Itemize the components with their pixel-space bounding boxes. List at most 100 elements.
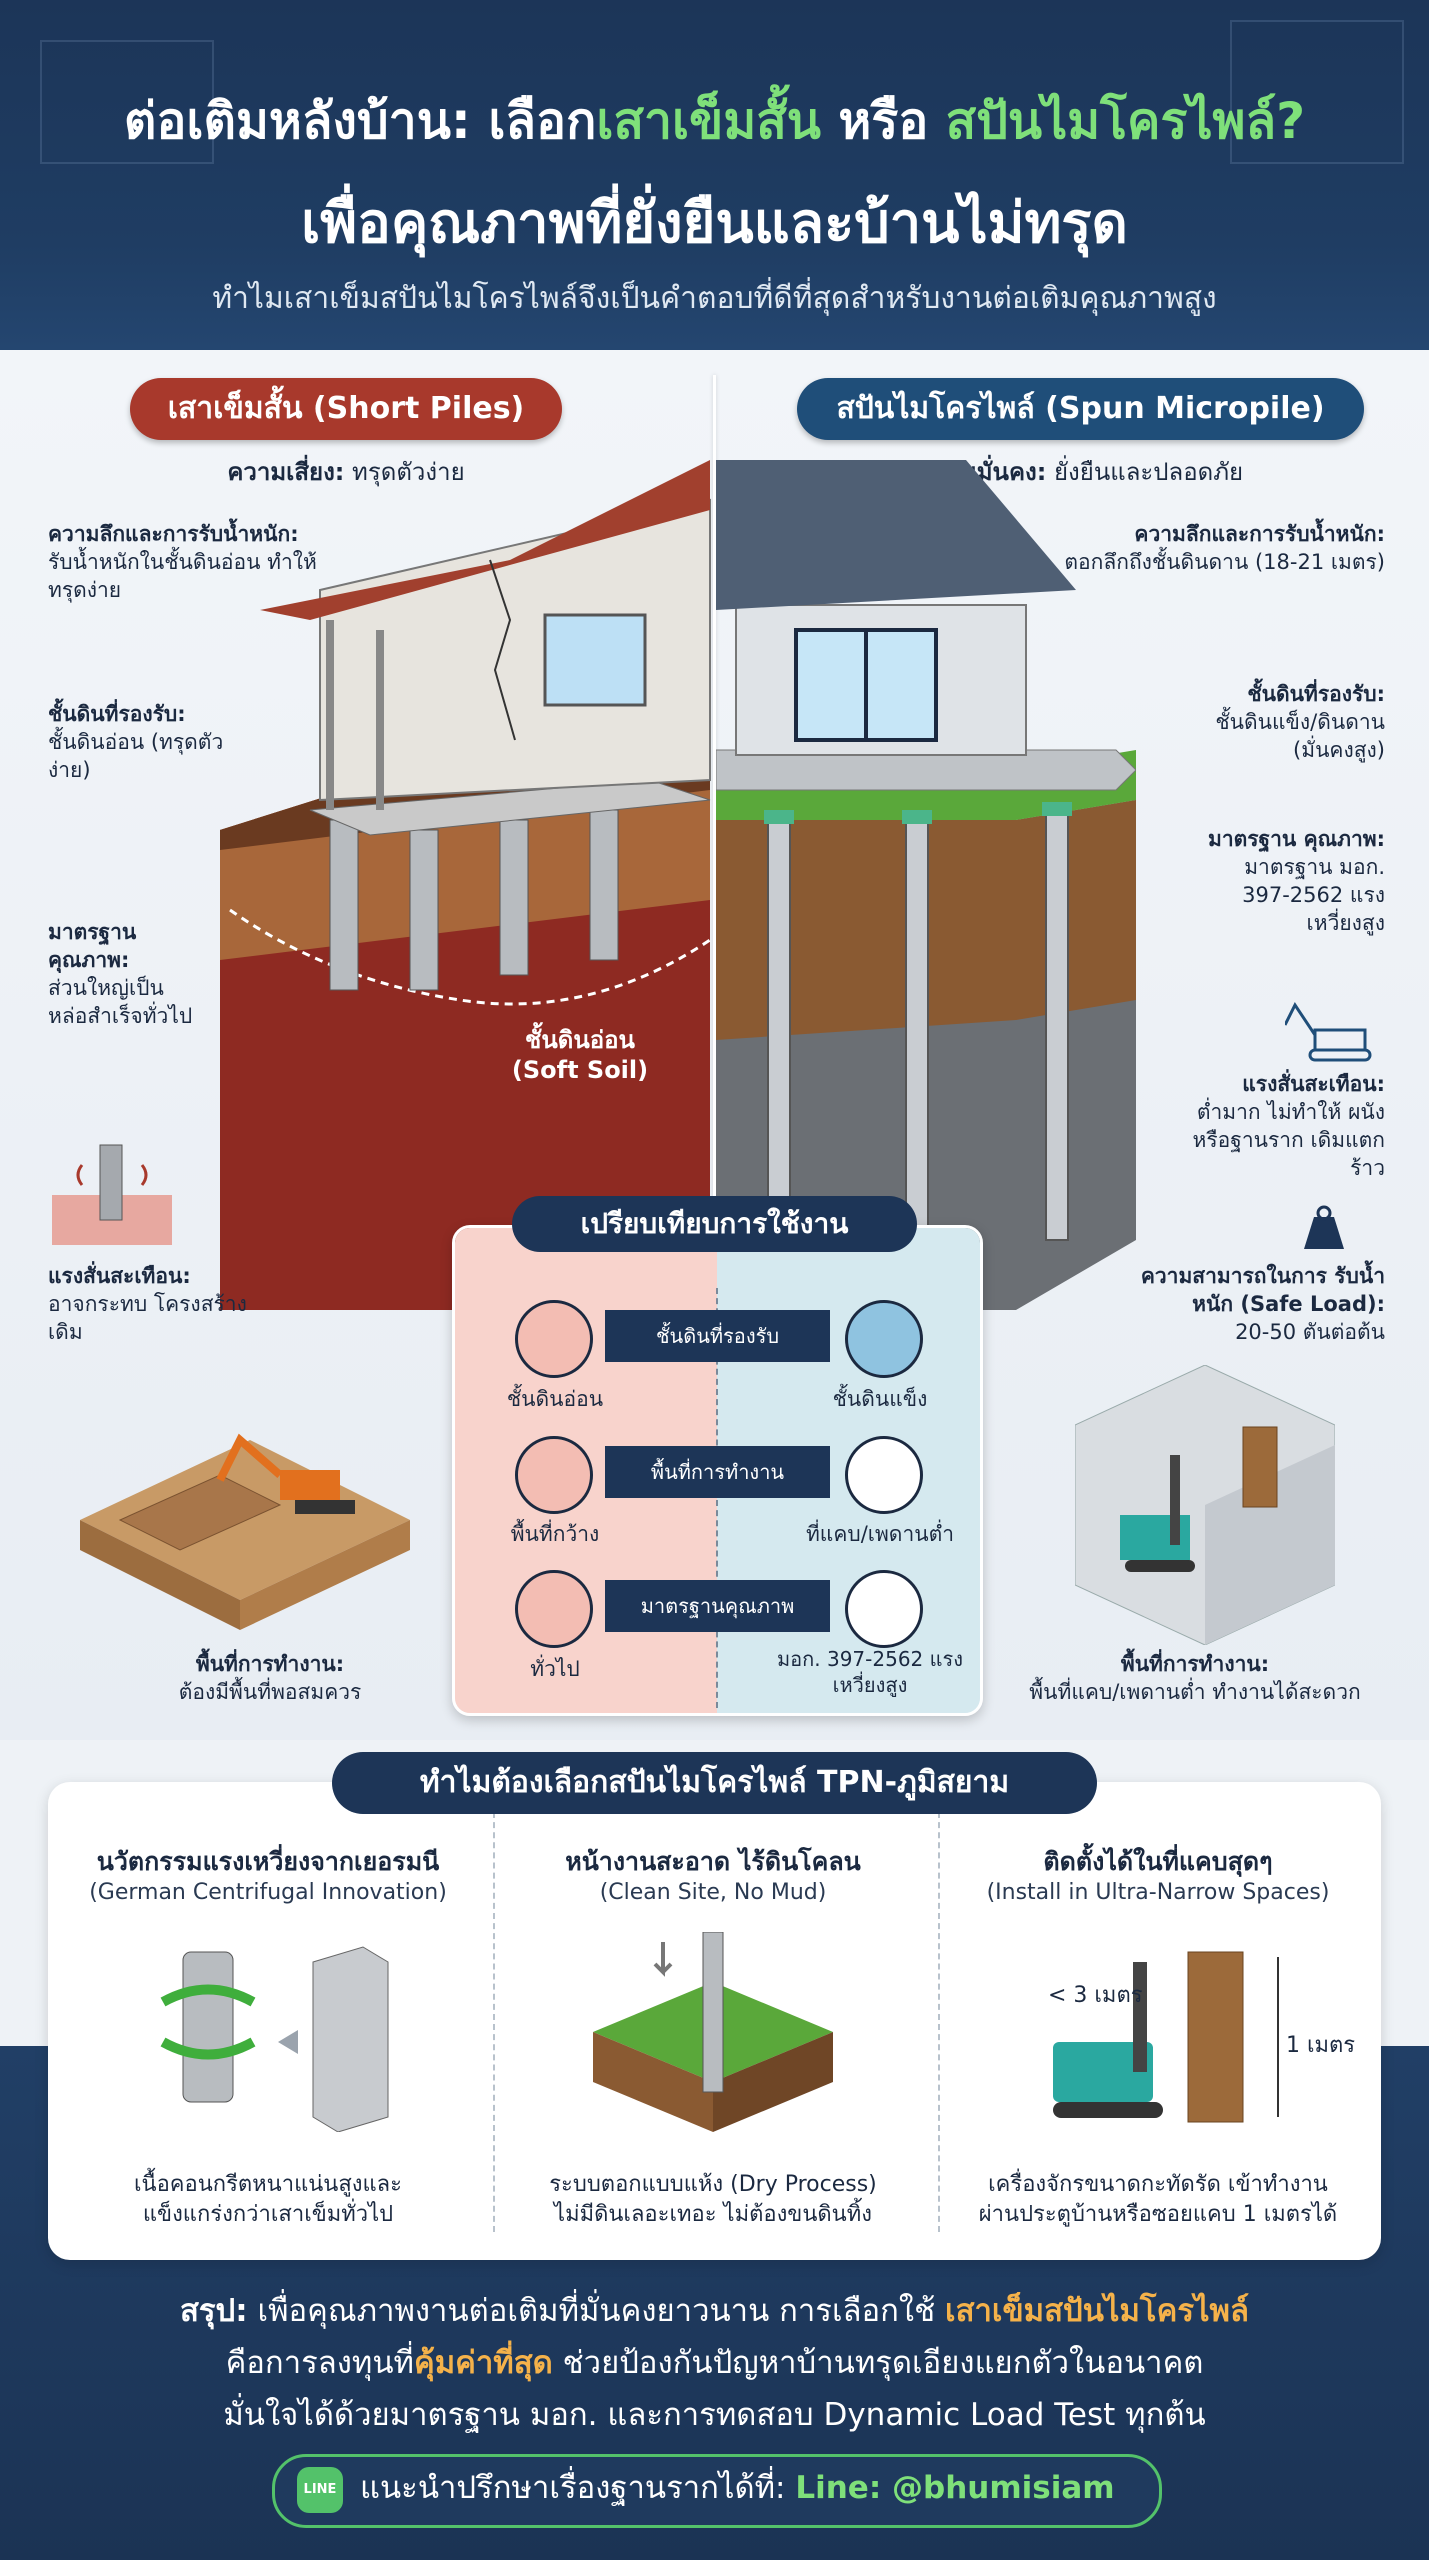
compare-left-quality: ทั่วไป	[530, 1657, 580, 1681]
why-divider-1	[493, 1812, 495, 2232]
why-divider-2	[938, 1812, 940, 2232]
right-depth-title: ความลึกและการรับน้ำหนัก:	[1134, 522, 1385, 546]
narrow-work-area-illustration	[1075, 1365, 1335, 1645]
contact-lead: แนะนำปรึกษาเรื่องฐานรากได้ที่:	[360, 2470, 796, 2506]
clean-site-illustration	[593, 1932, 833, 2132]
standard-quality-icon	[845, 1570, 923, 1648]
why-col2-caption: ระบบตอกแบบแห้ง (Dry Process) ไม่มีดินเลอะ…	[498, 2170, 928, 2230]
header-banner: ต่อเติมหลังบ้าน: เลือกเสาเข็มสั้น หรือ ส…	[0, 0, 1429, 350]
why-col1-title: นวัตกรรมแรงเหวี่ยงจากเยอรมนี	[96, 1847, 440, 1876]
why-col2-sub: (Clean Site, No Mud)	[599, 1880, 827, 1905]
bg-house-sketch-right	[1230, 20, 1404, 164]
short-pile-4	[589, 809, 619, 961]
left-soil-text: ชั้นดินอ่อน (ทรุดตัวง่าย)	[48, 730, 224, 782]
wall-crack	[489, 559, 516, 741]
right-work-title: พื้นที่การทำงาน:	[1120, 1652, 1270, 1676]
why-col1-cap1: เนื้อคอนกรีตหนาแน่นสูงและ	[134, 2172, 402, 2197]
right-load-title: ความสามารถในการ รับน้ำหนัก (Safe Load):	[1140, 1264, 1385, 1316]
risk-label: ความเสี่ยง: ทรุดตัวง่าย	[130, 452, 562, 491]
title-highlight-short-piles: เสาเข็มสั้น	[596, 92, 821, 150]
comparison-title: เปรียบเทียบการใช้งาน	[512, 1196, 917, 1252]
stability-value: ยั่งยืนและปลอดภัย	[1053, 458, 1244, 486]
conclusion-l1b: เสาเข็มสปันไมโครไพล์	[944, 2293, 1249, 2329]
why-col2-cap1: ระบบตอกแบบแห้ง (Dry Process)	[549, 2172, 877, 2197]
why-col3-title: ติดตั้งได้ในที่แคบสุดๆ	[1043, 1847, 1273, 1876]
micropile-house-illustration	[716, 460, 1136, 1310]
short-pile-3	[499, 819, 529, 976]
conclusion-l2a: คือการลงทุนที่	[225, 2345, 414, 2381]
title-part2: หรือ	[820, 92, 946, 150]
compare-right-quality: มอก. 397-2562 แรงเหวี่ยงสูง	[776, 1647, 964, 1697]
hard-soil-icon	[845, 1300, 923, 1378]
why-col1-cap2: แข็งแกร่งกว่าเสาเข็มทั่วไป	[142, 2202, 394, 2227]
conclusion-line3: มั่นใจได้ด้วยมาตรฐาน มอก. และการทดสอบ Dy…	[223, 2397, 1206, 2433]
wide-area-icon	[515, 1436, 593, 1514]
right-vib-title: แรงสั่นสะเทือน:	[1242, 1072, 1385, 1096]
bg-house-sketch	[40, 40, 214, 164]
center-divider	[713, 375, 716, 1225]
cracked-slab	[309, 779, 711, 836]
right-work-annotation: พื้นที่การทำงาน:พื้นที่แคบ/เพดานต่ำ ทำงา…	[995, 1650, 1395, 1706]
conclusion-line1: สรุป: เพื่อคุณภาพงานต่อเติมที่มั่นคงยาวน…	[0, 2285, 1429, 2335]
why-col1-sub: (German Centrifugal Innovation)	[89, 1880, 447, 1905]
narrow-area-icon	[845, 1436, 923, 1514]
conclusion-line2: คือการลงทุนที่คุ้มค่าที่สุด ช่วยป้องกันป…	[0, 2337, 1429, 2387]
porch-columns	[326, 620, 384, 810]
short-pile-house-illustration	[220, 460, 711, 1310]
general-quality-icon	[515, 1570, 593, 1648]
micropiles	[767, 809, 1069, 1261]
vibration-icon	[52, 1144, 172, 1245]
wide-work-area-illustration	[80, 1433, 410, 1630]
why-col2-cap2: ไม่มีดินเลอะเทอะ ไม่ต้องขนดินทิ้ง	[554, 2202, 872, 2227]
arrow-soil: ชั้นดินที่รองรับ	[605, 1310, 830, 1362]
comparison-panel: ชั้นดินที่รองรับ ชั้นดินอ่อน ชั้นดินแข็ง…	[452, 1225, 983, 1716]
floor-slab	[716, 749, 1136, 791]
left-std-text: ส่วนใหญ่เป็น หล่อสำเร็จทั่วไป	[48, 976, 193, 1028]
why-col1-caption: เนื้อคอนกรีตหนาแน่นสูงและแข็งแกร่งกว่าเส…	[53, 2170, 483, 2230]
line-contact-button[interactable]: LINE แนะนำปรึกษาเรื่องฐานรากได้ที่: Line…	[272, 2454, 1162, 2528]
title-part1: ต่อเติมหลังบ้าน: เลือก	[123, 92, 597, 150]
title-highlight-micropile: สปันไมโครไพล์?	[945, 92, 1306, 150]
right-load-text: 20-50 ตันต่อต้น	[1235, 1320, 1385, 1344]
conclusion-lead: สรุป:	[179, 2293, 248, 2329]
left-soil-title: ชั้นดินที่รองรับ:	[48, 702, 186, 726]
page-title: ต่อเติมหลังบ้าน: เลือกเสาเข็มสั้น หรือ ส…	[0, 82, 1429, 161]
compare-left-area: พื้นที่กว้าง	[510, 1522, 600, 1546]
compare-left-soil: ชั้นดินอ่อน	[506, 1387, 604, 1411]
why-col2-title: หน้างานสะอาด ไร้ดินโคลน	[565, 1847, 861, 1876]
why-col3-cap1: เครื่องจักรขนาดกะทัดรัด เข้าทำงาน	[988, 2172, 1328, 2197]
contact-text: แนะนำปรึกษาเรื่องฐานรากได้ที่: Line: @bh…	[360, 2457, 1140, 2519]
right-std-annotation: มาตรฐาน คุณภาพ: มาตรฐาน มอก. 397-2562 แรง…	[1195, 825, 1385, 937]
narrow-install-illustration	[1053, 1951, 1279, 2123]
right-std-text: มาตรฐาน มอก. 397-2562 แรงเหวี่ยงสูง	[1242, 855, 1385, 935]
right-soil-text: ชั้นดินแข็ง/ดินดาน (มั่นคงสูง)	[1215, 710, 1385, 762]
conclusion-l2b: คุ้มค่าที่สุด	[413, 2345, 553, 2381]
line-handle[interactable]: Line: @bhumisiam	[795, 2470, 1115, 2506]
page-subtitle: ทำไมเสาเข็มสปันไมโครไพล์จึงเป็นคำตอบที่ด…	[212, 281, 1217, 316]
soft-soil-en: (Soft Soil)	[511, 1056, 649, 1084]
right-load-annotation: ความสามารถในการ รับน้ำหนัก (Safe Load): 2…	[1100, 1262, 1385, 1346]
why-title: ทำไมต้องเลือกสปันไมโครไพล์ TPN-ภูมิสยาม	[332, 1752, 1097, 1814]
micropile-pill: สปันไมโครไพล์ (Spun Micropile)	[797, 378, 1364, 440]
left-depth-annotation: ความลึกและการรับน้ำหนัก:รับน้ำหนักในชั้น…	[48, 520, 348, 604]
right-depth-annotation: ความลึกและการรับน้ำหนัก: ตอกลึกถึงชั้นดิน…	[1030, 520, 1385, 576]
left-work-title: พื้นที่การทำงาน:	[195, 1652, 345, 1676]
left-depth-text: รับน้ำหนักในชั้นดินอ่อน ทำให้ทรุดง่าย	[48, 550, 317, 602]
right-soil-annotation: ชั้นดินที่รองรับ: ชั้นดินแข็ง/ดินดาน (มั่…	[1150, 680, 1385, 764]
right-vibration-annotation: แรงสั่นสะเทือน: ต่ำมาก ไม่ทำให้ ผนังหรือฐ…	[1160, 1070, 1385, 1182]
right-vib-text: ต่ำมาก ไม่ทำให้ ผนังหรือฐานราก เดิมแตกร้…	[1192, 1100, 1385, 1180]
soft-soil-caption: ชั้นดินอ่อน (Soft Soil)	[470, 1025, 690, 1085]
right-std-title: มาตรฐาน คุณภาพ:	[1207, 827, 1385, 851]
why-col3-caption: เครื่องจักรขนาดกะทัดรัด เข้าทำงานผ่านประ…	[943, 2170, 1373, 2230]
risk-value: ทรุดตัวง่าย	[352, 458, 465, 486]
excavator-icon	[1285, 1002, 1372, 1062]
short-piles-pill: เสาเข็มสั้น (Short Piles)	[130, 378, 562, 440]
short-pile-1	[329, 819, 359, 991]
left-soil-annotation: ชั้นดินที่รองรับ: ชั้นดินอ่อน (ทรุดตัวง่า…	[48, 700, 248, 784]
arrow-quality: มาตรฐานคุณภาพ	[605, 1580, 830, 1632]
compare-right-soil: ชั้นดินแข็ง	[832, 1387, 928, 1411]
line-app-icon: LINE	[297, 2467, 343, 2513]
conclusion-l2c: ช่วยป้องกันปัญหาบ้านทรุดเอียงแยกตัวในอนา…	[552, 2345, 1204, 2381]
right-depth-text: ตอกลึกถึงชั้นดินดาน (18-21 เมตร)	[1064, 550, 1385, 574]
right-soil-title: ชั้นดินที่รองรับ:	[1247, 682, 1385, 706]
